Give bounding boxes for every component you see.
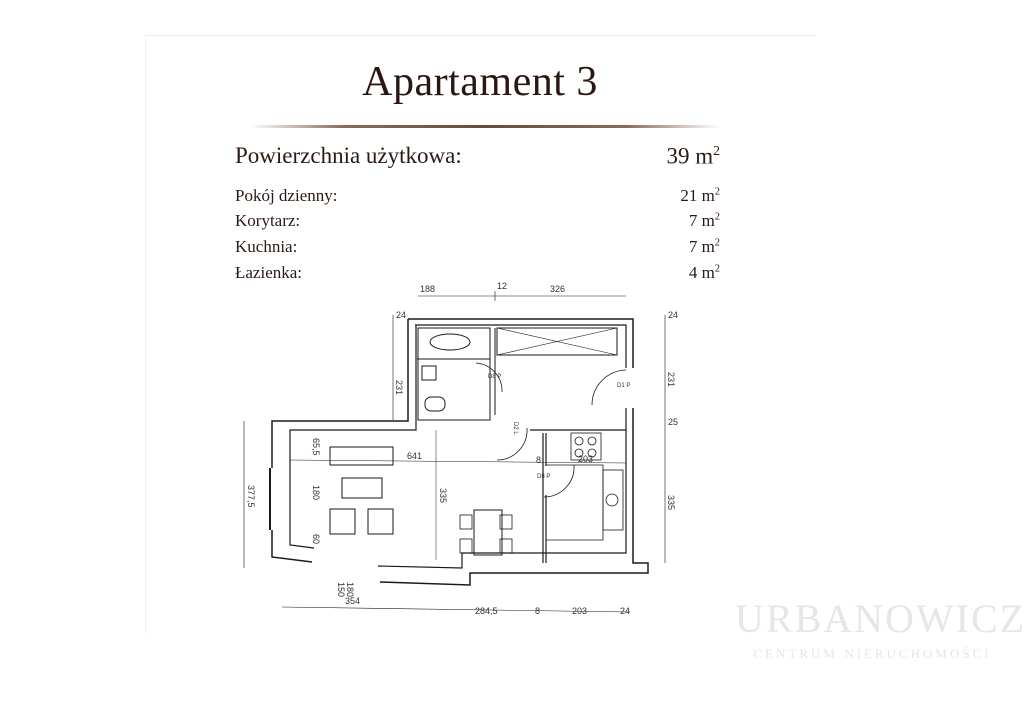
dim-label: 8 [536,455,541,465]
dim-label: 326 [550,284,565,294]
title-divider [250,125,720,128]
dim-label: 12 [497,281,507,291]
dim-label: 354 [345,596,360,606]
dim-label: 25 [668,417,678,427]
door-label: D1 P [617,383,630,389]
door-label: D8 P [537,474,550,480]
dim-label: 231 [394,380,404,395]
dim-label: 188 [420,284,435,294]
room-row: Kuchnia: 7 m2 [235,237,720,257]
page-title: Apartament 3 [362,59,598,105]
room-label: Kuchnia: [235,237,298,256]
room-row: Łazienka: 4 m2 [235,263,720,283]
company-logo: URBANOWICZ CENTRUM NIERUCHOMOŚCI [735,595,1024,662]
room-area: 21 m2 [680,186,720,205]
dim-label: 65,5 [311,438,321,456]
room-area: 7 m2 [688,237,720,256]
room-area: 4 m2 [688,263,720,282]
dim-label: 335 [438,488,448,503]
logo-name: URBANOWICZ [735,596,1024,641]
door-label: D8 P [488,374,501,380]
dim-label: 24 [620,606,630,616]
dim-label: 60 [311,534,321,544]
dimensions: 188 12 326 24 231 377,5 24 231 25 335 35… [246,281,678,616]
total-area-value: 39 m2 [666,143,720,169]
dim-label: 24 [668,310,678,320]
door-label: D2 L [512,422,518,435]
dim-label: 180 [345,582,355,597]
dim-label: 180 [311,485,321,500]
dim-label: 377,5 [246,485,256,508]
room-row: Pokój dzienny: 21 m2 [235,186,720,206]
dim-label: 203 [578,454,593,464]
dim-label: 203 [572,606,587,616]
dim-label: 284,5 [475,606,498,616]
room-label: Korytarz: [235,211,301,230]
dim-label: 641 [407,451,422,461]
dim-label: 150 [336,582,346,597]
room-row: Korytarz: 7 m2 [235,211,720,231]
dim-label: 8 [535,606,540,616]
walls [243,291,666,613]
room-area: 7 m2 [688,211,720,230]
logo-subtitle: CENTRUM NIERUCHOMOŚCI [753,646,992,661]
total-area-row: Powierzchnia użytkowa: 39 m2 [235,143,720,170]
dim-label: 231 [666,372,676,387]
room-label: Pokój dzienny: [235,186,338,205]
total-area-label: Powierzchnia użytkowa: [235,143,462,168]
dim-label: 24 [396,310,406,320]
room-label: Łazienka: [235,263,303,282]
dim-label: 335 [666,495,676,510]
page-frame [145,35,816,634]
